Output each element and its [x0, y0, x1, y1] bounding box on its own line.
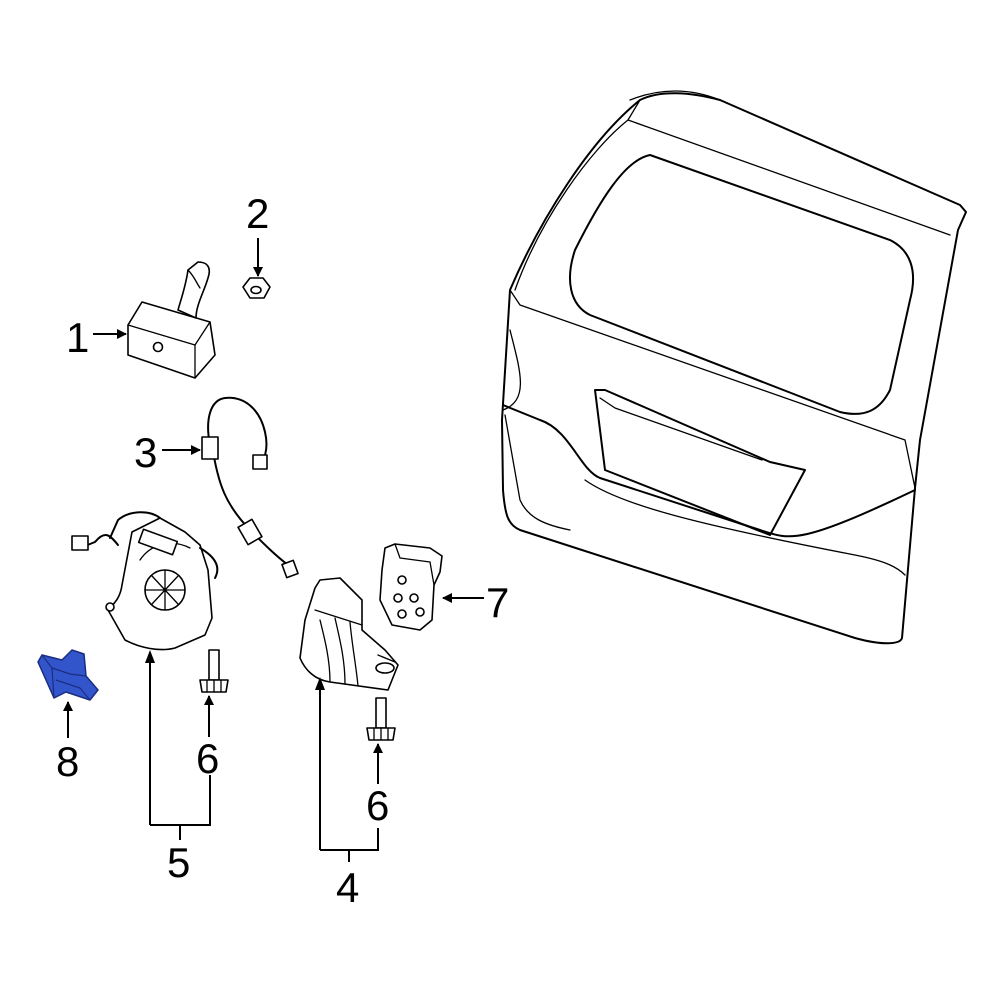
part-4	[299, 577, 399, 691]
callout-4: 4	[336, 864, 359, 911]
callout-6b: 6	[366, 782, 389, 829]
part-7	[379, 543, 443, 631]
part-2	[242, 277, 271, 299]
leader-lines	[63, 238, 484, 862]
callout-labels: 1 2 3 4 5 6 6 7 8	[56, 190, 509, 911]
part-6-bolt-b	[366, 697, 396, 741]
part-5	[71, 511, 219, 651]
part-6-bolt-a	[199, 649, 229, 693]
callout-2: 2	[246, 190, 269, 237]
callout-1: 1	[66, 314, 89, 361]
callout-3: 3	[134, 429, 157, 476]
part-3	[201, 396, 299, 579]
callout-7: 7	[486, 579, 509, 626]
callout-6a: 6	[196, 735, 219, 782]
callout-5: 5	[167, 839, 190, 886]
part-8	[37, 649, 99, 701]
liftgate	[501, 90, 967, 645]
callout-8: 8	[56, 738, 79, 785]
part-1	[127, 261, 216, 379]
